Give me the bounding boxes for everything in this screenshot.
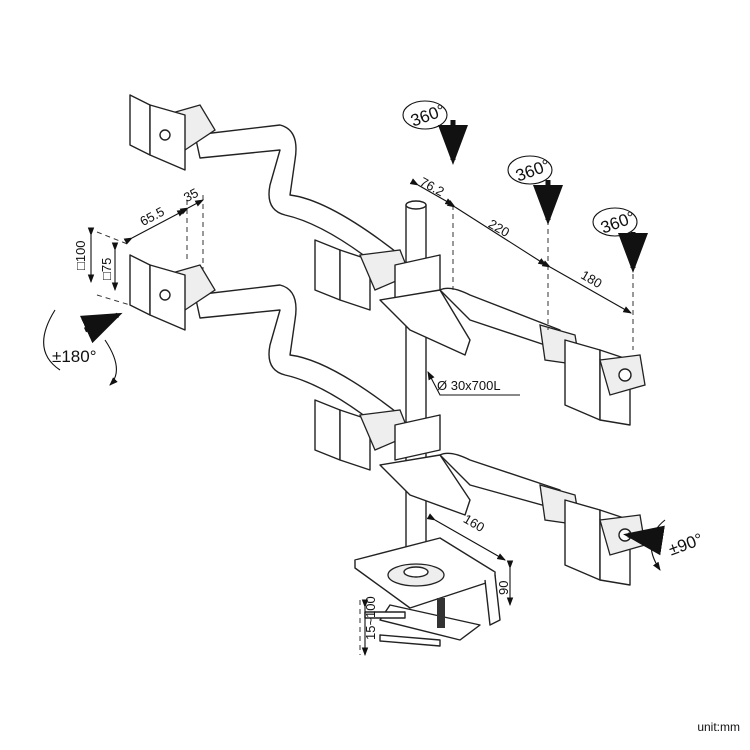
pole [405, 200, 427, 556]
swivel-label: ±90° [666, 530, 705, 560]
dim-arm-segment-2: 180 [578, 267, 604, 291]
rotation-label-top-1: 360° [408, 101, 448, 131]
rotation-arrows [43, 100, 666, 571]
dim-clamp-height: 90 [496, 581, 511, 595]
dim-pole: Ø 30x700L [437, 378, 501, 393]
unit-label: unit:mm [697, 720, 740, 734]
upper-left-arm [129, 94, 411, 281]
dim-pole-offset: 76.2 [417, 174, 446, 199]
lower-left-arm [129, 254, 411, 441]
upper-middle-monitor-plate [314, 239, 441, 311]
lower-middle-monitor-plate [314, 399, 441, 471]
upper-right-arm [379, 287, 646, 426]
lower-right-arm [379, 452, 646, 586]
dim-joint-depth: 35 [181, 185, 201, 205]
dim-vesa-small: □75 [99, 258, 114, 280]
dim-vesa-large: □100 [73, 240, 88, 270]
tilt-label: ±180° [52, 347, 97, 366]
dimension-lines [87, 178, 632, 657]
dim-plate-depth: 65.5 [137, 204, 166, 229]
dim-arm-segment-1: 220 [486, 216, 512, 240]
dim-clamp-range: 15~100 [363, 596, 378, 640]
